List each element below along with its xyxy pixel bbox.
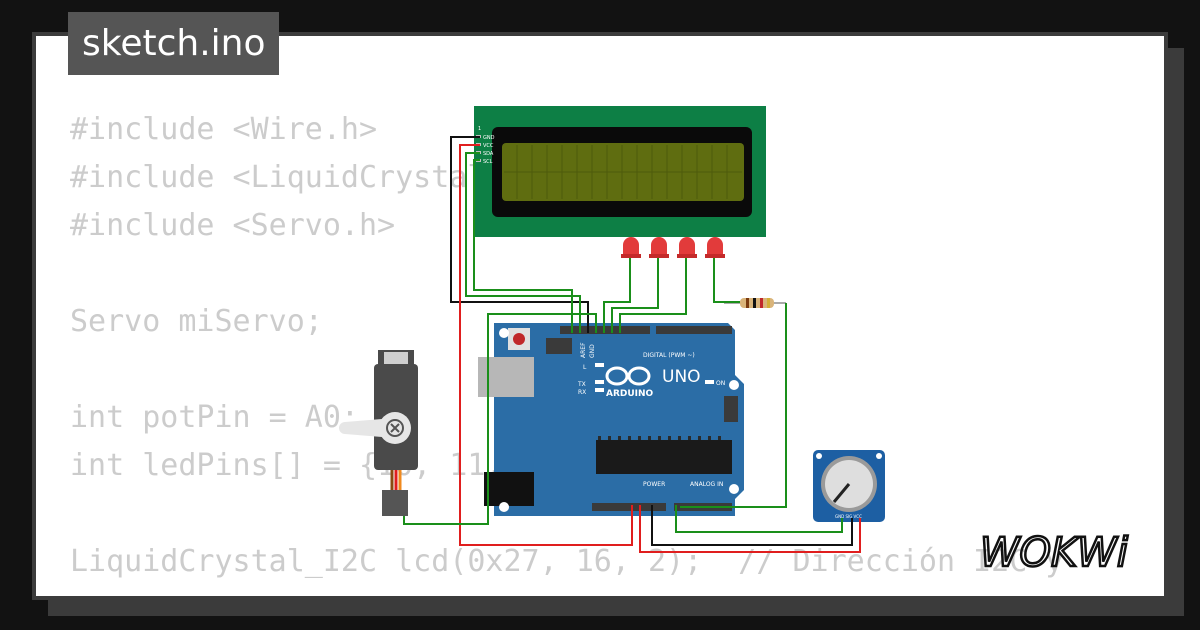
atmega-chip (596, 440, 732, 474)
led-red (649, 237, 669, 258)
code-line: Servo miServo; (70, 304, 323, 339)
usb-port (478, 357, 534, 397)
analog-label: ANALOG IN (690, 481, 723, 488)
board-brand: ARDUINO (606, 389, 654, 399)
l-label: L (583, 364, 587, 371)
code-line: #include <Servo.h> (70, 208, 396, 243)
led-group (621, 237, 725, 258)
lcd-pin-label: SCL (483, 159, 493, 165)
arduino-logo-icon (605, 366, 651, 386)
power-label: POWER (643, 481, 665, 488)
potentiometer: GND SIG VCC (813, 450, 885, 522)
power-jack (484, 472, 534, 506)
lcd-pin-label: GND (483, 135, 495, 141)
wokwi-logo-text: WOKWi (980, 530, 1128, 574)
led-red (677, 237, 697, 258)
potentiometer-pin-labels: GND SIG VCC (835, 514, 862, 519)
code-line: LiquidCrystal_I2C lcd(0x27, 16, 2); // D… (70, 544, 1064, 579)
code-line: int potPin = A0; (70, 400, 359, 435)
reset-button (513, 333, 525, 345)
svg-text:1: 1 (478, 126, 481, 132)
gnd-label: GND (589, 344, 596, 358)
tx-label: TX (577, 381, 586, 388)
lcd-pin-label: SDA (483, 151, 494, 157)
board-model: UNO (662, 367, 701, 387)
code-line: #include <Wire.h> (70, 112, 378, 147)
led-red (621, 237, 641, 258)
on-label: ON (716, 380, 725, 387)
servo-motor (339, 350, 418, 516)
aref-label: AREF (580, 342, 587, 358)
rx-label: RX (578, 389, 586, 396)
lcd-display: 1 GND VCC SDA SCL (474, 106, 766, 237)
digital-label: DIGITAL (PWM ~) (643, 352, 695, 359)
wire-group (403, 136, 861, 553)
arduino-uno-board: UNO ARDUINO DIGITAL (PWM ~) ANALOG IN PO… (478, 323, 744, 516)
wokwi-logo: WOKWi (979, 529, 1129, 574)
lcd-pin-label: VCC (483, 143, 494, 149)
led-red (705, 237, 725, 258)
file-name-tab: sketch.ino (68, 12, 280, 75)
